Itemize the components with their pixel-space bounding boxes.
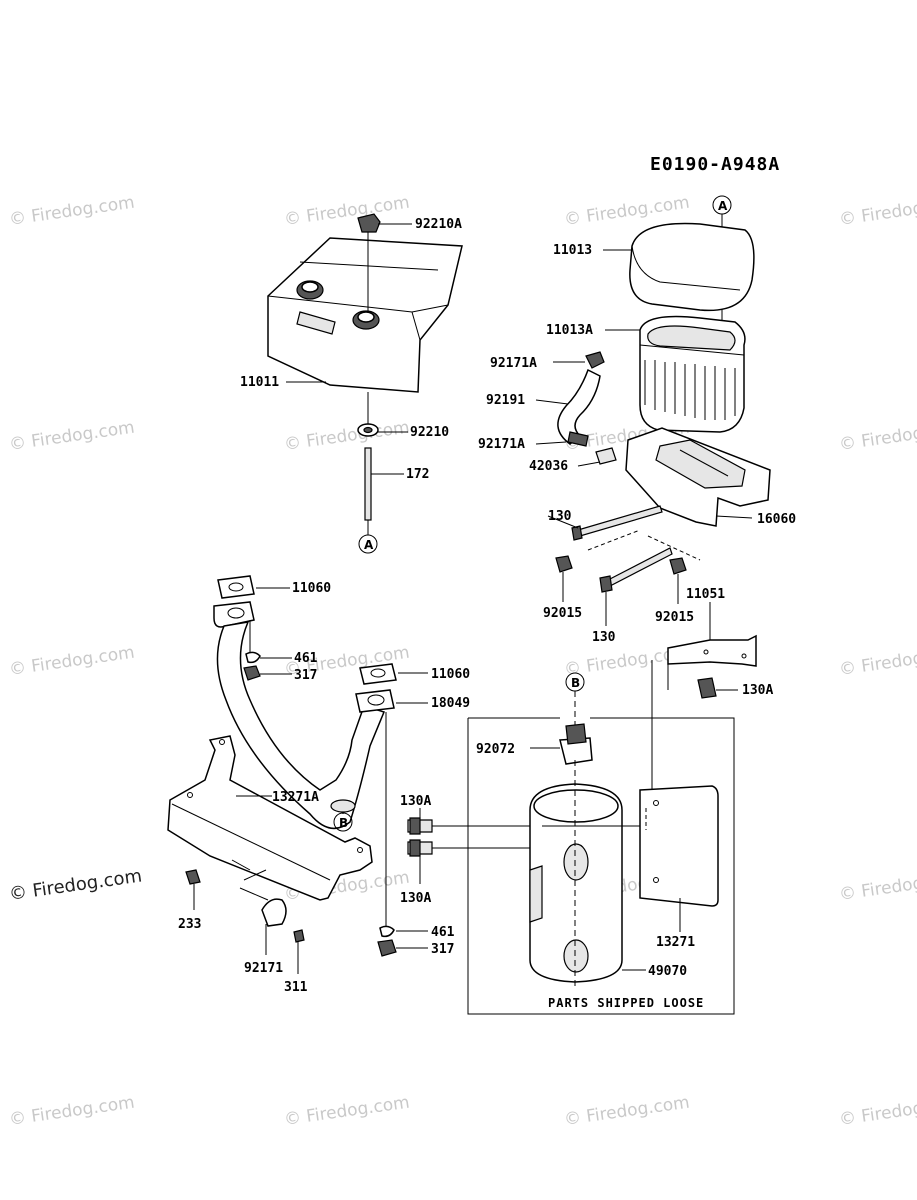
watermark: © Firedog.com (8, 418, 136, 455)
bolt-233-icon (185, 869, 201, 885)
watermark: © Firedog.com (838, 643, 917, 680)
washer-461-icon (379, 925, 395, 938)
part-label-92191: 92191 (486, 393, 525, 408)
watermark: © Firedog.com (283, 1093, 411, 1130)
nut-311-icon (293, 929, 305, 943)
part-label-130: 130 (592, 630, 616, 645)
part-label-49070: 49070 (648, 964, 687, 979)
part-label-13271A: 13271A (272, 790, 319, 805)
watermark: © Firedog.com (838, 868, 917, 905)
part-label-16060: 16060 (757, 512, 796, 527)
clamp-92171-icon (261, 898, 287, 927)
part-label-461: 461 (431, 925, 455, 940)
muffler-49070-icon (529, 783, 623, 983)
part-label-92015: 92015 (655, 610, 694, 625)
washer-461-icon (245, 651, 261, 664)
bolt-130-icon (607, 547, 673, 587)
gasket-11060-icon (359, 663, 397, 685)
pre-cleaner-11013-icon (629, 222, 755, 312)
parts-shipped-loose-note: PARTS SHIPPED LOOSE (548, 996, 704, 1010)
part-label-311: 311 (284, 980, 308, 995)
parts-shipped-loose-box (467, 717, 735, 1015)
callout-a-bottom-letter: A (364, 538, 374, 552)
part-label-11060: 11060 (292, 581, 331, 596)
part-label-11060: 11060 (431, 667, 470, 682)
nut-92015-icon (555, 555, 573, 573)
bolt-130-icon (577, 505, 663, 537)
part-label-92072: 92072 (476, 742, 515, 757)
stud-172-icon (364, 447, 372, 521)
watermark: © Firedog.com (838, 418, 917, 455)
engine-cover-11011 (267, 237, 463, 393)
cap-92210A-icon (357, 213, 381, 233)
nut-92015-icon (669, 557, 687, 575)
part-label-130A: 130A (742, 683, 773, 698)
fitting-42036-icon (595, 447, 617, 465)
callout-b-top-letter: B (571, 676, 580, 690)
part-label-317: 317 (294, 668, 317, 683)
watermark: © Firedog.com (8, 1093, 136, 1130)
callout-a-bottom (358, 534, 378, 554)
watermark: © Firedog.com (838, 1093, 917, 1130)
gasket-11060-icon (217, 575, 255, 599)
callout-a-top-letter: A (718, 199, 728, 213)
part-label-92171A: 92171A (490, 356, 537, 371)
callout-b-bottom-letter: B (339, 816, 348, 830)
bolt-130A-icon (697, 677, 717, 699)
clamp-92171A-icon (567, 431, 589, 447)
part-label-11013A: 11013A (546, 323, 593, 338)
watermark: © Firedog.com (563, 1093, 691, 1130)
part-label-461: 461 (294, 651, 318, 666)
part-label-11051: 11051 (686, 587, 725, 602)
watermark-layer: © Firedog.com © Firedog.com © Firedog.co… (8, 193, 917, 1130)
part-label-13271: 13271 (656, 935, 695, 950)
part-label-130A: 130A (400, 794, 431, 809)
part-label-92015: 92015 (543, 606, 582, 621)
part-label-130A: 130A (400, 891, 431, 906)
heat-shield-13271-icon (639, 785, 719, 907)
part-label-92171: 92171 (244, 961, 283, 976)
callout-b-bottom (333, 812, 353, 832)
clamp-92171A-icon (585, 351, 605, 369)
exhaust-pipe-18049-icon (216, 621, 386, 830)
part-label-92210A: 92210A (415, 217, 462, 232)
bracket-11051-icon (667, 634, 757, 667)
part-label-130: 130 (548, 509, 572, 524)
part-label-11013: 11013 (553, 243, 592, 258)
watermark: © Firedog.com (8, 193, 136, 230)
nut-317-icon (377, 939, 397, 957)
exhaust-pipe-flange (355, 689, 395, 713)
part-label-18049: 18049 (431, 696, 470, 711)
part-label-317: 317 (431, 942, 454, 957)
nut-317-icon (243, 665, 261, 681)
part-label-92210: 92210 (410, 425, 449, 440)
watermark: © Firedog.com (8, 643, 136, 680)
part-label-11011: 11011 (240, 375, 279, 390)
part-label-92171A: 92171A (478, 437, 525, 452)
reference-code: E0190-A948A (650, 154, 780, 175)
muffler-bracket-13271A-icon (167, 735, 373, 901)
part-label-172: 172 (406, 467, 429, 482)
part-label-233: 233 (178, 917, 201, 932)
watermark: © Firedog.com (838, 193, 917, 230)
watermark-main: © Firedog.com (8, 866, 143, 905)
part-label-42036: 42036 (529, 459, 568, 474)
watermark: © Firedog.com (283, 418, 411, 455)
